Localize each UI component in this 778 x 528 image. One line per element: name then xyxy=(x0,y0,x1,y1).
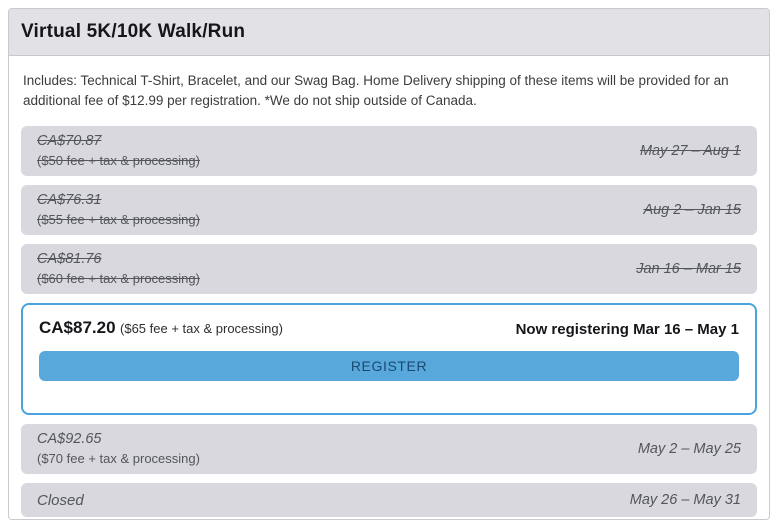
tier-date-range: Aug 2 – Jan 15 xyxy=(643,202,741,219)
registration-description: Includes: Technical T-Shirt, Bracelet, a… xyxy=(23,73,729,108)
tier-price: CA$92.65 xyxy=(37,431,102,448)
card-body: Includes: Technical T-Shirt, Bracelet, a… xyxy=(9,56,769,519)
page-title: Virtual 5K/10K Walk/Run xyxy=(21,21,246,42)
pricing-tier-past-1: CA$70.87 ($50 fee + tax & processing) Ma… xyxy=(21,126,757,177)
pricing-tier-past-2: CA$76.31 ($55 fee + tax & processing) Au… xyxy=(21,185,757,236)
card-header: Virtual 5K/10K Walk/Run xyxy=(9,9,769,56)
tier-fee-detail: ($55 fee + tax & processing) xyxy=(37,212,200,228)
now-registering-status: Now registering Mar 16 – May 1 xyxy=(515,321,739,339)
closed-label: Closed xyxy=(37,491,84,509)
tier-date-range: May 26 – May 31 xyxy=(629,492,741,509)
price-block: CA$87.20 ($65 fee + tax & processing) xyxy=(39,317,283,339)
active-tier-top-row: CA$87.20 ($65 fee + tax & processing) No… xyxy=(39,317,739,339)
tier-price: CA$70.87 xyxy=(37,133,102,150)
price-block: CA$92.65 ($70 fee + tax & processing) xyxy=(37,430,200,468)
pricing-tier-closed: Closed May 26 – May 31 xyxy=(21,483,757,518)
tier-date-range: May 2 – May 25 xyxy=(637,441,741,458)
pricing-tier-past-3: CA$81.76 ($60 fee + tax & processing) Ja… xyxy=(21,244,757,295)
tier-date-range: May 27 – Aug 1 xyxy=(639,143,741,160)
price-block: CA$81.76 ($60 fee + tax & processing) xyxy=(37,250,200,288)
tier-price: CA$81.76 xyxy=(37,251,102,268)
price-block: CA$76.31 ($55 fee + tax & processing) xyxy=(37,191,200,229)
tier-fee-detail: ($60 fee + tax & processing) xyxy=(37,271,200,287)
tier-fee-detail: ($65 fee + tax & processing) xyxy=(120,321,283,337)
tier-price: CA$76.31 xyxy=(37,192,102,209)
tier-fee-detail: ($50 fee + tax & processing) xyxy=(37,153,200,169)
price-block: CA$70.87 ($50 fee + tax & processing) xyxy=(37,132,200,170)
pricing-tier-active: CA$87.20 ($65 fee + tax & processing) No… xyxy=(21,303,757,416)
register-button[interactable]: REGISTER xyxy=(39,351,739,382)
tier-date-range: Jan 16 – Mar 15 xyxy=(636,261,741,278)
registration-card: Virtual 5K/10K Walk/Run Includes: Techni… xyxy=(8,8,770,520)
tier-fee-detail: ($70 fee + tax & processing) xyxy=(37,451,200,467)
pricing-tier-future: CA$92.65 ($70 fee + tax & processing) Ma… xyxy=(21,424,757,475)
tier-price: CA$87.20 xyxy=(39,318,116,338)
